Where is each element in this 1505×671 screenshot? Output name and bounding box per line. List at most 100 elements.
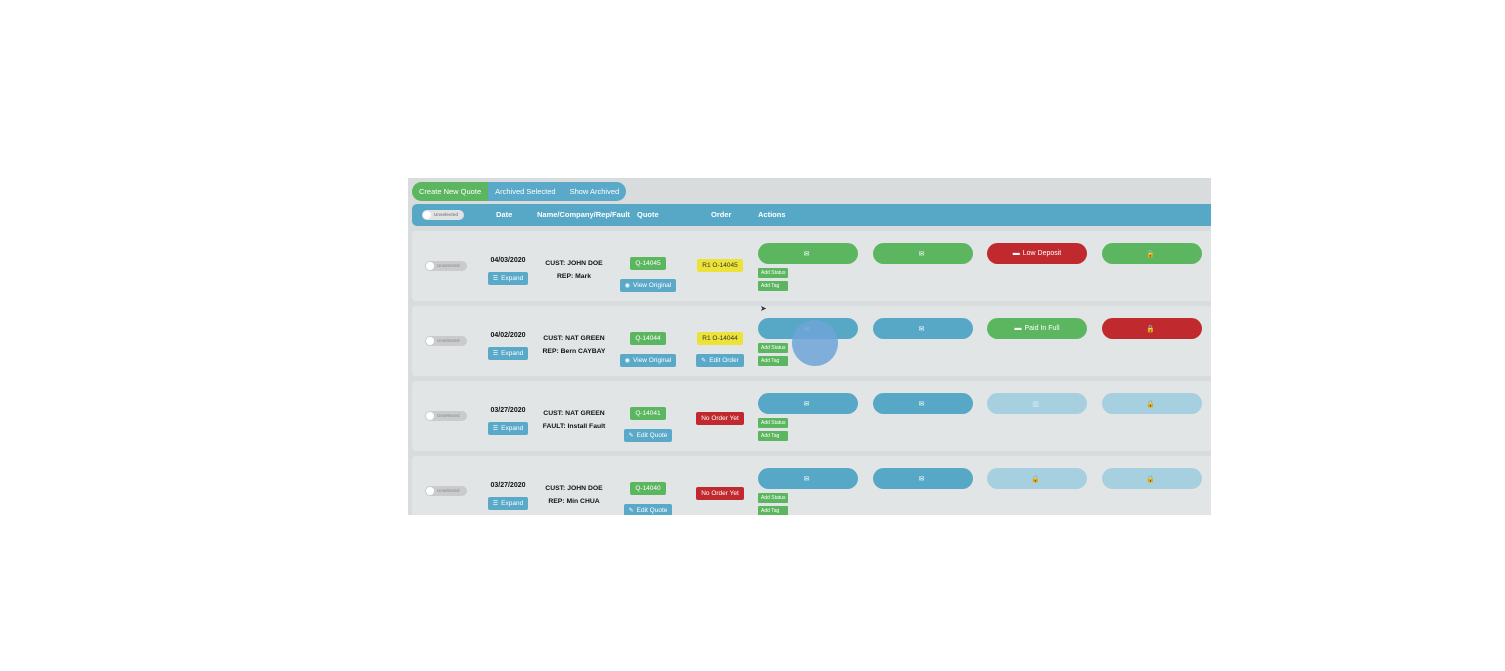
row-select-toggle[interactable]: Unselected <box>425 486 467 496</box>
customer-line: CUST: JOHN DOE <box>545 260 603 267</box>
table-row: Unselected 03/27/2020 ☰Expand CUST: NAT … <box>412 381 1211 451</box>
name-cell: CUST: JOHN DOE REP: Min CHUA <box>532 482 616 508</box>
envelope-icon: ✉ <box>803 250 810 258</box>
expand-label: Expand <box>501 350 524 357</box>
envelope-icon: ✉ <box>918 250 925 258</box>
expand-label: Expand <box>501 425 524 432</box>
edit-icon: ✎ <box>628 508 634 514</box>
toggle-knob <box>426 262 434 270</box>
row-select-toggle[interactable]: Unselected <box>425 261 467 271</box>
customer-line: CUST: JOHN DOE <box>545 485 603 492</box>
eye-icon: ◉ <box>624 358 631 364</box>
toggle-knob <box>423 211 431 219</box>
lock-icon: 🔒 <box>1146 475 1155 483</box>
email-rep-button[interactable]: ✉ <box>873 243 973 264</box>
credit-card-icon: ▬ <box>1012 250 1020 257</box>
expand-label: Expand <box>501 500 524 507</box>
lock-button[interactable]: 🔒 <box>1102 318 1202 339</box>
rep-line: REP: Min CHUA <box>548 498 600 505</box>
quote-cell: Q-14041 ✎Edit Quote <box>616 402 680 446</box>
quote-number-badge[interactable]: Q-14045 <box>630 257 666 270</box>
add-status-button[interactable]: Add Status <box>758 343 789 353</box>
deposit-status-button[interactable]: ▬Low Deposit <box>987 243 1087 264</box>
payment-status-button-disabled: 🔒 <box>987 468 1087 489</box>
email-rep-button[interactable]: ✉ <box>873 318 973 339</box>
view-original-label: View Original <box>633 282 672 289</box>
header-name: Name/Company/Rep/Fault <box>537 210 630 219</box>
expand-button[interactable]: ☰Expand <box>487 347 529 360</box>
add-tag-button[interactable]: Add Tag <box>758 506 789 515</box>
lock-icon: 🔒 <box>1146 400 1155 408</box>
quote-number-badge[interactable]: Q-14040 <box>630 482 666 495</box>
date-cell: 03/27/2020 ☰Expand <box>484 482 532 510</box>
order-number-badge[interactable]: R1 O-14044 <box>697 332 743 345</box>
lock-icon: 🔒 <box>1146 250 1155 258</box>
toggle-knob <box>426 487 434 495</box>
date-cell: 03/27/2020 ☰Expand <box>484 407 532 435</box>
quote-cell: Q-14045 ◉View Original <box>616 252 680 296</box>
lock-button-disabled: 🔒 <box>1102 393 1202 414</box>
row-select-toggle[interactable]: Unselected <box>425 336 467 346</box>
mouse-cursor-icon: ➤ <box>760 304 767 313</box>
email-customer-button[interactable]: ✉ <box>758 468 858 489</box>
edit-quote-label: Edit Quote <box>636 507 668 514</box>
add-tag-button[interactable]: Add Tag <box>758 281 789 291</box>
envelope-icon: ✉ <box>803 400 810 408</box>
header-actions: Actions <box>758 210 786 219</box>
row-select-toggle[interactable]: Unselected <box>425 411 467 421</box>
create-new-quote-button[interactable]: Create New Quote <box>412 182 489 201</box>
show-archived-button[interactable]: Show Archived <box>562 182 627 201</box>
lock-icon: 🔒 <box>1146 325 1155 333</box>
row-date: 04/02/2020 <box>490 332 526 339</box>
toggle-label: Unselected <box>434 212 459 217</box>
expand-button[interactable]: ☰Expand <box>487 497 529 510</box>
add-status-button[interactable]: Add Status <box>758 418 789 428</box>
email-rep-button[interactable]: ✉ <box>873 393 973 414</box>
table-header: Unselected Date Name/Company/Rep/Fault Q… <box>412 204 1211 226</box>
credit-card-icon: ▬ <box>1014 325 1022 332</box>
rep-line: REP: Mark <box>557 273 591 280</box>
name-cell: CUST: NAT GREEN REP: Bern CAYBAY <box>532 332 616 358</box>
expand-button[interactable]: ☰Expand <box>487 422 529 435</box>
order-cell: R1 O-14045 <box>692 254 748 276</box>
edit-quote-button[interactable]: ✎Edit Quote <box>623 504 673 515</box>
select-all-toggle[interactable]: Unselected <box>422 210 464 220</box>
payment-status-button-disabled: ▥ <box>987 393 1087 414</box>
email-customer-button[interactable]: ✉ <box>758 393 858 414</box>
expand-label: Expand <box>501 275 524 282</box>
date-cell: 04/02/2020 ☰Expand <box>484 332 532 360</box>
toggle-label: Unselected <box>437 338 460 343</box>
order-cell: R1 O-14044 ✎Edit Order <box>692 327 748 371</box>
order-number-badge[interactable]: R1 O-14045 <box>697 259 743 272</box>
expand-button[interactable]: ☰Expand <box>487 272 529 285</box>
add-tag-button[interactable]: Add Tag <box>758 431 789 441</box>
view-original-button[interactable]: ◉View Original <box>619 279 677 292</box>
toolbar-button-group: Create New Quote Archived Selected Show … <box>412 182 627 201</box>
quote-number-badge[interactable]: Q-14041 <box>630 407 666 420</box>
payment-status-button[interactable]: ▬Paid In Full <box>987 318 1087 339</box>
toggle-knob <box>426 337 434 345</box>
name-cell: CUST: NAT GREEN FAULT: Install Fault <box>532 407 616 433</box>
edit-order-button[interactable]: ✎Edit Order <box>696 354 744 367</box>
edit-quote-button[interactable]: ✎Edit Quote <box>623 429 673 442</box>
list-icon: ☰ <box>492 351 499 357</box>
row-date: 03/27/2020 <box>490 407 526 414</box>
quote-cell: Q-14044 ◉View Original <box>616 327 680 371</box>
quote-number-badge[interactable]: Q-14044 <box>630 332 666 345</box>
lock-button-disabled: 🔒 <box>1102 468 1202 489</box>
email-rep-button[interactable]: ✉ <box>873 468 973 489</box>
lock-button[interactable]: 🔒 <box>1102 243 1202 264</box>
tag-buttons: Add Status Add Tag <box>758 493 789 515</box>
toggle-knob <box>426 412 434 420</box>
header-quote: Quote <box>637 210 659 219</box>
tag-buttons: Add Status Add Tag <box>758 268 789 291</box>
edit-icon: ✎ <box>628 433 634 439</box>
archived-selected-button[interactable]: Archived Selected <box>488 182 563 201</box>
add-tag-button[interactable]: Add Tag <box>758 356 789 366</box>
add-status-button[interactable]: Add Status <box>758 268 789 278</box>
view-original-button[interactable]: ◉View Original <box>619 354 677 367</box>
email-customer-button[interactable]: ✉ <box>758 243 858 264</box>
customer-line: CUST: NAT GREEN <box>543 410 605 417</box>
header-order: Order <box>711 210 732 219</box>
add-status-button[interactable]: Add Status <box>758 493 789 503</box>
